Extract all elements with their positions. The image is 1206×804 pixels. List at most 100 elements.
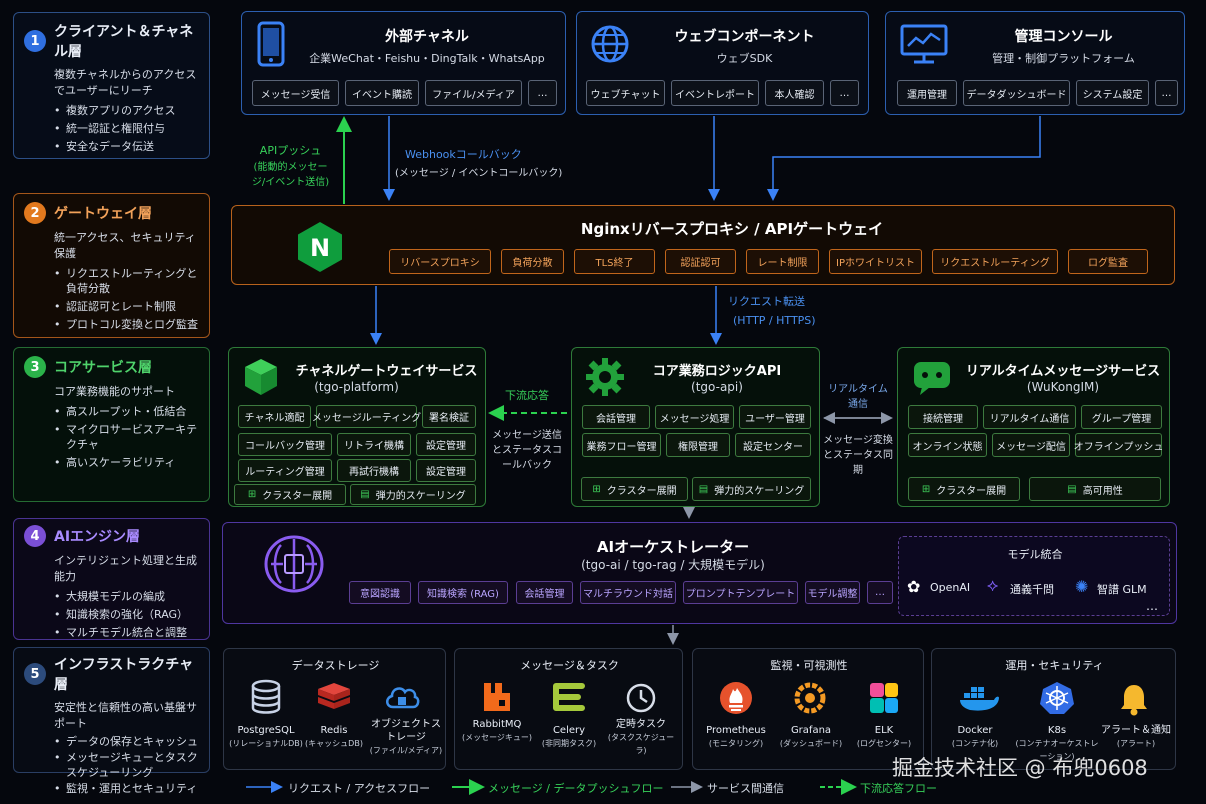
database-icon (251, 679, 281, 714)
chip-retry-mechanism[interactable]: リトライ機構 (337, 433, 411, 456)
chip-offline-push[interactable]: オフラインプッシュ (1074, 433, 1163, 457)
chip-prompt-template[interactable]: プロンプトテンプレート (683, 581, 798, 604)
cluster-icon: ⊞ (247, 489, 257, 500)
core-logic-api-box: コア業務ロジックAPI (tgo-api) 会話管理 メッセージ処理 ユーザー管… (571, 347, 820, 507)
nginx-logo-icon: N (298, 222, 342, 272)
nginx-logo-letter: N (310, 234, 330, 262)
layer-2-item: 認証認可とレート制限 (54, 299, 201, 314)
layer-1-number: 1 (24, 30, 46, 52)
realtime-service-subtitle: (WuKongIM) (1026, 380, 1100, 394)
chip-message-processing[interactable]: メッセージ処理 (655, 405, 734, 429)
chip-realtime-communication[interactable]: リアルタイム通信 (983, 405, 1076, 429)
chip-log-audit[interactable]: ログ監査 (1068, 249, 1148, 274)
brain-chip-icon (264, 535, 324, 593)
layer-3-title: コアサービス層 (54, 360, 152, 376)
layer-5-title: インフラストラクチャ層 (54, 657, 194, 693)
chip-reverse-proxy[interactable]: リバースプロキシ (389, 249, 491, 274)
chip-rate-limit[interactable]: レート制限 (746, 249, 819, 274)
kubernetes-icon (1040, 682, 1074, 714)
chip-connection-management[interactable]: 接続管理 (908, 405, 978, 429)
chip-multi-turn-dialogue[interactable]: マルチラウンド対話 (580, 581, 676, 604)
clock-icon (626, 683, 656, 713)
elk-icon (870, 683, 898, 713)
cluster-deploy-chip[interactable]: ⊞クラスター展開 (908, 477, 1020, 501)
channel-gateway-service-box: チャネルゲートウェイサービス (tgo-platform) チャネル適配 メッセ… (228, 347, 486, 507)
infra-redis-label: Redis(キャッシュDB) (301, 724, 367, 750)
model-openai: OpenAI (930, 581, 971, 594)
chip-callback-management[interactable]: コールバック管理 (238, 433, 332, 456)
chip-message-delivery[interactable]: メッセージ配信 (992, 433, 1070, 457)
chip-model-tuning[interactable]: モデル調整 (805, 581, 860, 604)
infra-message-task-box: メッセージ＆タスク RabbitMQ(メッセージキュー) Celery(非同期タ… (454, 648, 683, 770)
cluster-deploy-chip[interactable]: ⊞クラスター展開 (234, 484, 346, 505)
api-push-sublabel: (能動的メッセージ/イベント送信) (251, 162, 330, 188)
webhook-sublabel: (メッセージ / イベントコールバック) (395, 168, 563, 179)
chip-routing-management[interactable]: ルーティング管理 (238, 459, 332, 482)
chip-event-subscribe[interactable]: イベント購読 (345, 80, 419, 106)
elastic-scaling-chip[interactable]: ▤弾力的スケーリング (350, 484, 476, 505)
chip-group-management[interactable]: グループ管理 (1081, 405, 1162, 429)
chip-auth[interactable]: 認証認可 (665, 249, 736, 274)
chip-channel-adapt[interactable]: チャネル適配 (238, 405, 311, 428)
chip-message-receive[interactable]: メッセージ受信 (252, 80, 339, 106)
chip-ops-management[interactable]: 運用管理 (897, 80, 957, 106)
chip-more[interactable]: … (867, 581, 893, 604)
globe-icon (591, 25, 629, 63)
elastic-scaling-label: 弾力的スケーリング (375, 491, 466, 502)
chip-web-chat[interactable]: ウェブチャット (586, 80, 665, 106)
infra-alert-sub: (アラート) (1116, 739, 1156, 748)
chip-user-management[interactable]: ユーザー管理 (739, 405, 811, 429)
chip-more[interactable]: … (528, 80, 557, 106)
elastic-scaling-label: 弾力的スケーリング (714, 485, 805, 497)
legend-push: メッセージ / データプッシュフロー (488, 782, 664, 795)
infra-redis-sub: (キャッシュDB) (305, 739, 363, 748)
bell-icon (1121, 685, 1147, 716)
external-channel-title: 外部チャネル (385, 29, 469, 45)
infra-k8s-name: K8s (1047, 725, 1067, 736)
layer-1-desc: 複数チャネルからのアクセスでユーザーにリーチ (54, 68, 197, 97)
chip-ip-whitelist[interactable]: IPホワイトリスト (829, 249, 922, 274)
infra-scheduled-task-sub: (タスクスケジューラ) (607, 733, 675, 755)
infra-elk-sub: (ログセンター) (856, 739, 912, 748)
chip-reretry-mechanism[interactable]: 再試行機構 (337, 459, 411, 482)
chip-request-routing[interactable]: リクエストルーティング (932, 249, 1058, 274)
chip-more[interactable]: … (1155, 80, 1178, 106)
chip-load-balancing[interactable]: 負荷分散 (501, 249, 564, 274)
chip-workflow-management[interactable]: 業務フロー管理 (582, 433, 661, 457)
chip-message-routing[interactable]: メッセージルーティング (312, 405, 421, 428)
chip-intent-recognition[interactable]: 意図認識 (349, 581, 411, 604)
infra-ops-security-title: 運用・セキュリティ (1005, 659, 1104, 672)
layer-4-number: 4 (24, 525, 46, 547)
infra-scheduled-task-label: 定時タスク(タスクスケジューラ) (605, 718, 677, 757)
layer-2-item: リクエストルーティングと負荷分散 (54, 266, 201, 296)
infra-celery-name: Celery (552, 725, 586, 736)
layer-4-title: AIエンジン層 (54, 529, 141, 545)
cube-icon (245, 359, 277, 395)
chip-data-dashboard[interactable]: データダッシュボード (963, 80, 1070, 106)
chip-permission-management[interactable]: 権限管理 (666, 433, 730, 457)
chip-system-settings[interactable]: システム設定 (1076, 80, 1149, 106)
chip-knowledge-retrieval[interactable]: 知識検索 (RAG) (418, 581, 508, 604)
layer-5-desc: 安定性と信頼性の高い基盤サポート (54, 701, 197, 730)
chip-config-center[interactable]: 設定センター (735, 433, 811, 457)
chip-event-report[interactable]: イベントレポート (671, 80, 759, 106)
chip-config-management-2[interactable]: 設定管理 (416, 459, 476, 482)
chip-conversation-management[interactable]: 会話管理 (582, 405, 650, 429)
model-tongyi: 通義千問 (1010, 583, 1054, 596)
chip-conversation-management[interactable]: 会話管理 (516, 581, 573, 604)
cluster-deploy-chip[interactable]: ⊞クラスター展開 (581, 477, 688, 501)
chip-file-media[interactable]: ファイル/メディア (425, 80, 522, 106)
elastic-scaling-chip[interactable]: ▤弾力的スケーリング (692, 477, 811, 501)
chip-online-status[interactable]: オンライン状態 (908, 433, 987, 457)
chip-signature-verify[interactable]: 署名検証 (422, 405, 476, 428)
high-availability-chip[interactable]: ▤高可用性 (1029, 477, 1161, 501)
infra-elk-name: ELK (874, 725, 894, 736)
layer-5-item: メッセージキューとタスクスケジューリング (54, 750, 201, 780)
chip-config-management[interactable]: 設定管理 (416, 433, 476, 456)
chip-more[interactable]: … (830, 80, 859, 106)
ai-orchestrator-title: AIオーケストレーター (596, 538, 750, 556)
gateway-box: N Nginxリバースプロキシ / APIゲートウェイ リバースプロキシ 負荷分… (231, 205, 1175, 285)
chip-tls-termination[interactable]: TLS終了 (574, 249, 655, 274)
chip-identity-verify[interactable]: 本人確認 (765, 80, 824, 106)
